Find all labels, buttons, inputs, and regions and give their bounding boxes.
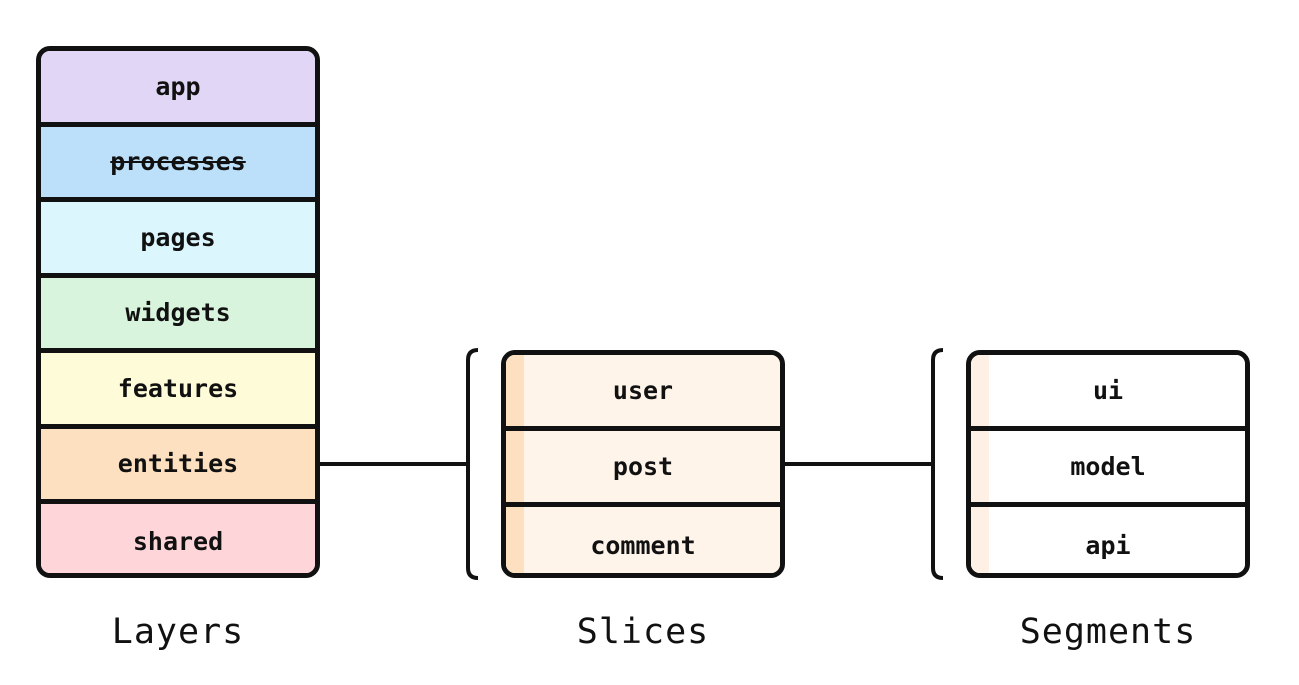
slice-user-label: user bbox=[612, 376, 674, 405]
segment-ui-label: ui bbox=[1092, 376, 1124, 405]
slice-user-accent-strip bbox=[506, 355, 524, 426]
segment-api-label: api bbox=[1085, 530, 1131, 560]
segment-model-label: model bbox=[1070, 452, 1146, 481]
bracket-slices bbox=[466, 348, 479, 580]
layer-features: features bbox=[41, 353, 315, 429]
segment-model: model bbox=[971, 431, 1245, 507]
layer-app-label: app bbox=[155, 71, 201, 101]
layer-processes-label: processes bbox=[110, 147, 246, 177]
segment-api-accent-strip bbox=[971, 507, 989, 573]
layer-entities: entities bbox=[41, 428, 315, 504]
slices-caption: Slices bbox=[576, 612, 710, 652]
slice-comment-label: comment bbox=[590, 530, 696, 560]
slice-post-accent-strip bbox=[506, 431, 524, 502]
bracket-segments bbox=[931, 348, 944, 580]
slice-post-label: post bbox=[612, 452, 674, 481]
layers-caption: Layers bbox=[111, 612, 245, 652]
layer-shared-label: shared bbox=[132, 527, 224, 557]
slice-user: user bbox=[506, 355, 780, 431]
layer-entities-label: entities bbox=[117, 449, 239, 479]
slice-post: post bbox=[506, 431, 780, 507]
layer-shared: shared bbox=[41, 504, 315, 573]
layer-app: app bbox=[41, 51, 315, 127]
layers-stack: app processes pages widgets features entities… bbox=[36, 46, 320, 578]
layer-features-label: features bbox=[117, 373, 239, 403]
segment-ui-accent-strip bbox=[971, 355, 989, 426]
segments-stack: ui model api bbox=[966, 350, 1250, 578]
segment-ui: ui bbox=[971, 355, 1245, 431]
layer-pages: pages bbox=[41, 202, 315, 278]
layer-widgets-label: widgets bbox=[125, 298, 231, 328]
layer-processes: processes bbox=[41, 126, 315, 202]
slice-comment-accent-strip bbox=[506, 507, 524, 573]
segment-model-accent-strip bbox=[971, 431, 989, 502]
slices-stack: user post comment bbox=[501, 350, 785, 578]
segment-api: api bbox=[971, 507, 1245, 573]
segments-caption: Segments bbox=[1019, 612, 1197, 652]
layer-widgets: widgets bbox=[41, 277, 315, 353]
slice-comment: comment bbox=[506, 507, 780, 573]
layer-pages-label: pages bbox=[140, 222, 216, 252]
